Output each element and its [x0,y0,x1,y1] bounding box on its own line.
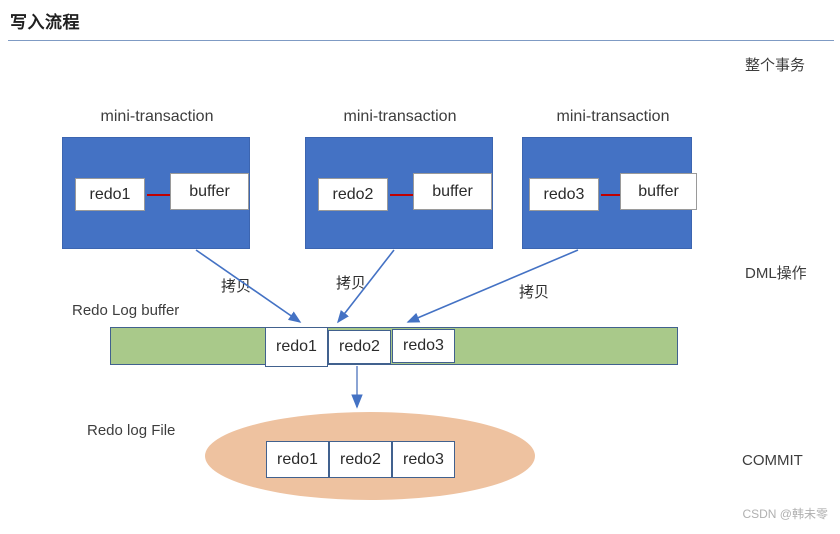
buffer-box-1: buffer [170,173,249,210]
copy-arrow-3 [406,249,579,323]
redo-log-file-ellipse: redo1 redo2 redo3 [205,412,535,500]
redo-source-box-1: redo1 [75,178,145,211]
redo-log-buffer-bar: redo1 redo2 redo3 [110,327,678,367]
csdn-watermark: CSDN @韩未零 [742,507,828,521]
redo-log-file-cell-3: redo3 [392,441,455,478]
stage-label-commit: COMMIT [742,452,803,469]
mini-transaction-caption-3: mini-transaction [556,108,670,125]
copy-label-3: 拷贝 [519,284,550,301]
redo-source-box-3: redo3 [529,178,599,211]
stage-label-transaction: 整个事务 [745,57,806,74]
redo-log-buffer-cell-1: redo1 [265,327,328,367]
redo-log-buffer-cell-3: redo3 [392,329,455,363]
buffer-box-2: buffer [413,173,492,210]
redo-log-file-cell-2: redo2 [329,441,392,478]
copy-label-2: 拷贝 [336,275,367,292]
redo-log-buffer-label: Redo Log buffer [72,302,180,319]
page-title: 写入流程 [10,13,80,32]
stage-label-dml: DML操作 [745,265,807,282]
copy-label-1: 拷贝 [221,278,252,295]
mini-transaction-box-3: redo3 buffer [522,137,697,249]
mini-transaction-caption-2: mini-transaction [343,108,457,125]
redo-source-box-2: redo2 [318,178,388,211]
redo-log-buffer-cell-2: redo2 [328,330,391,364]
mini-transaction-box-2: redo2 buffer [305,137,493,249]
mini-transaction-caption-1: mini-transaction [100,108,214,125]
mini-transaction-box-1: redo1 buffer [62,137,250,249]
buffer-box-3: buffer [620,173,697,210]
redo-log-file-label: Redo log File [87,422,176,439]
redo-log-file-cell-1: redo1 [266,441,329,478]
header-divider [8,40,834,41]
